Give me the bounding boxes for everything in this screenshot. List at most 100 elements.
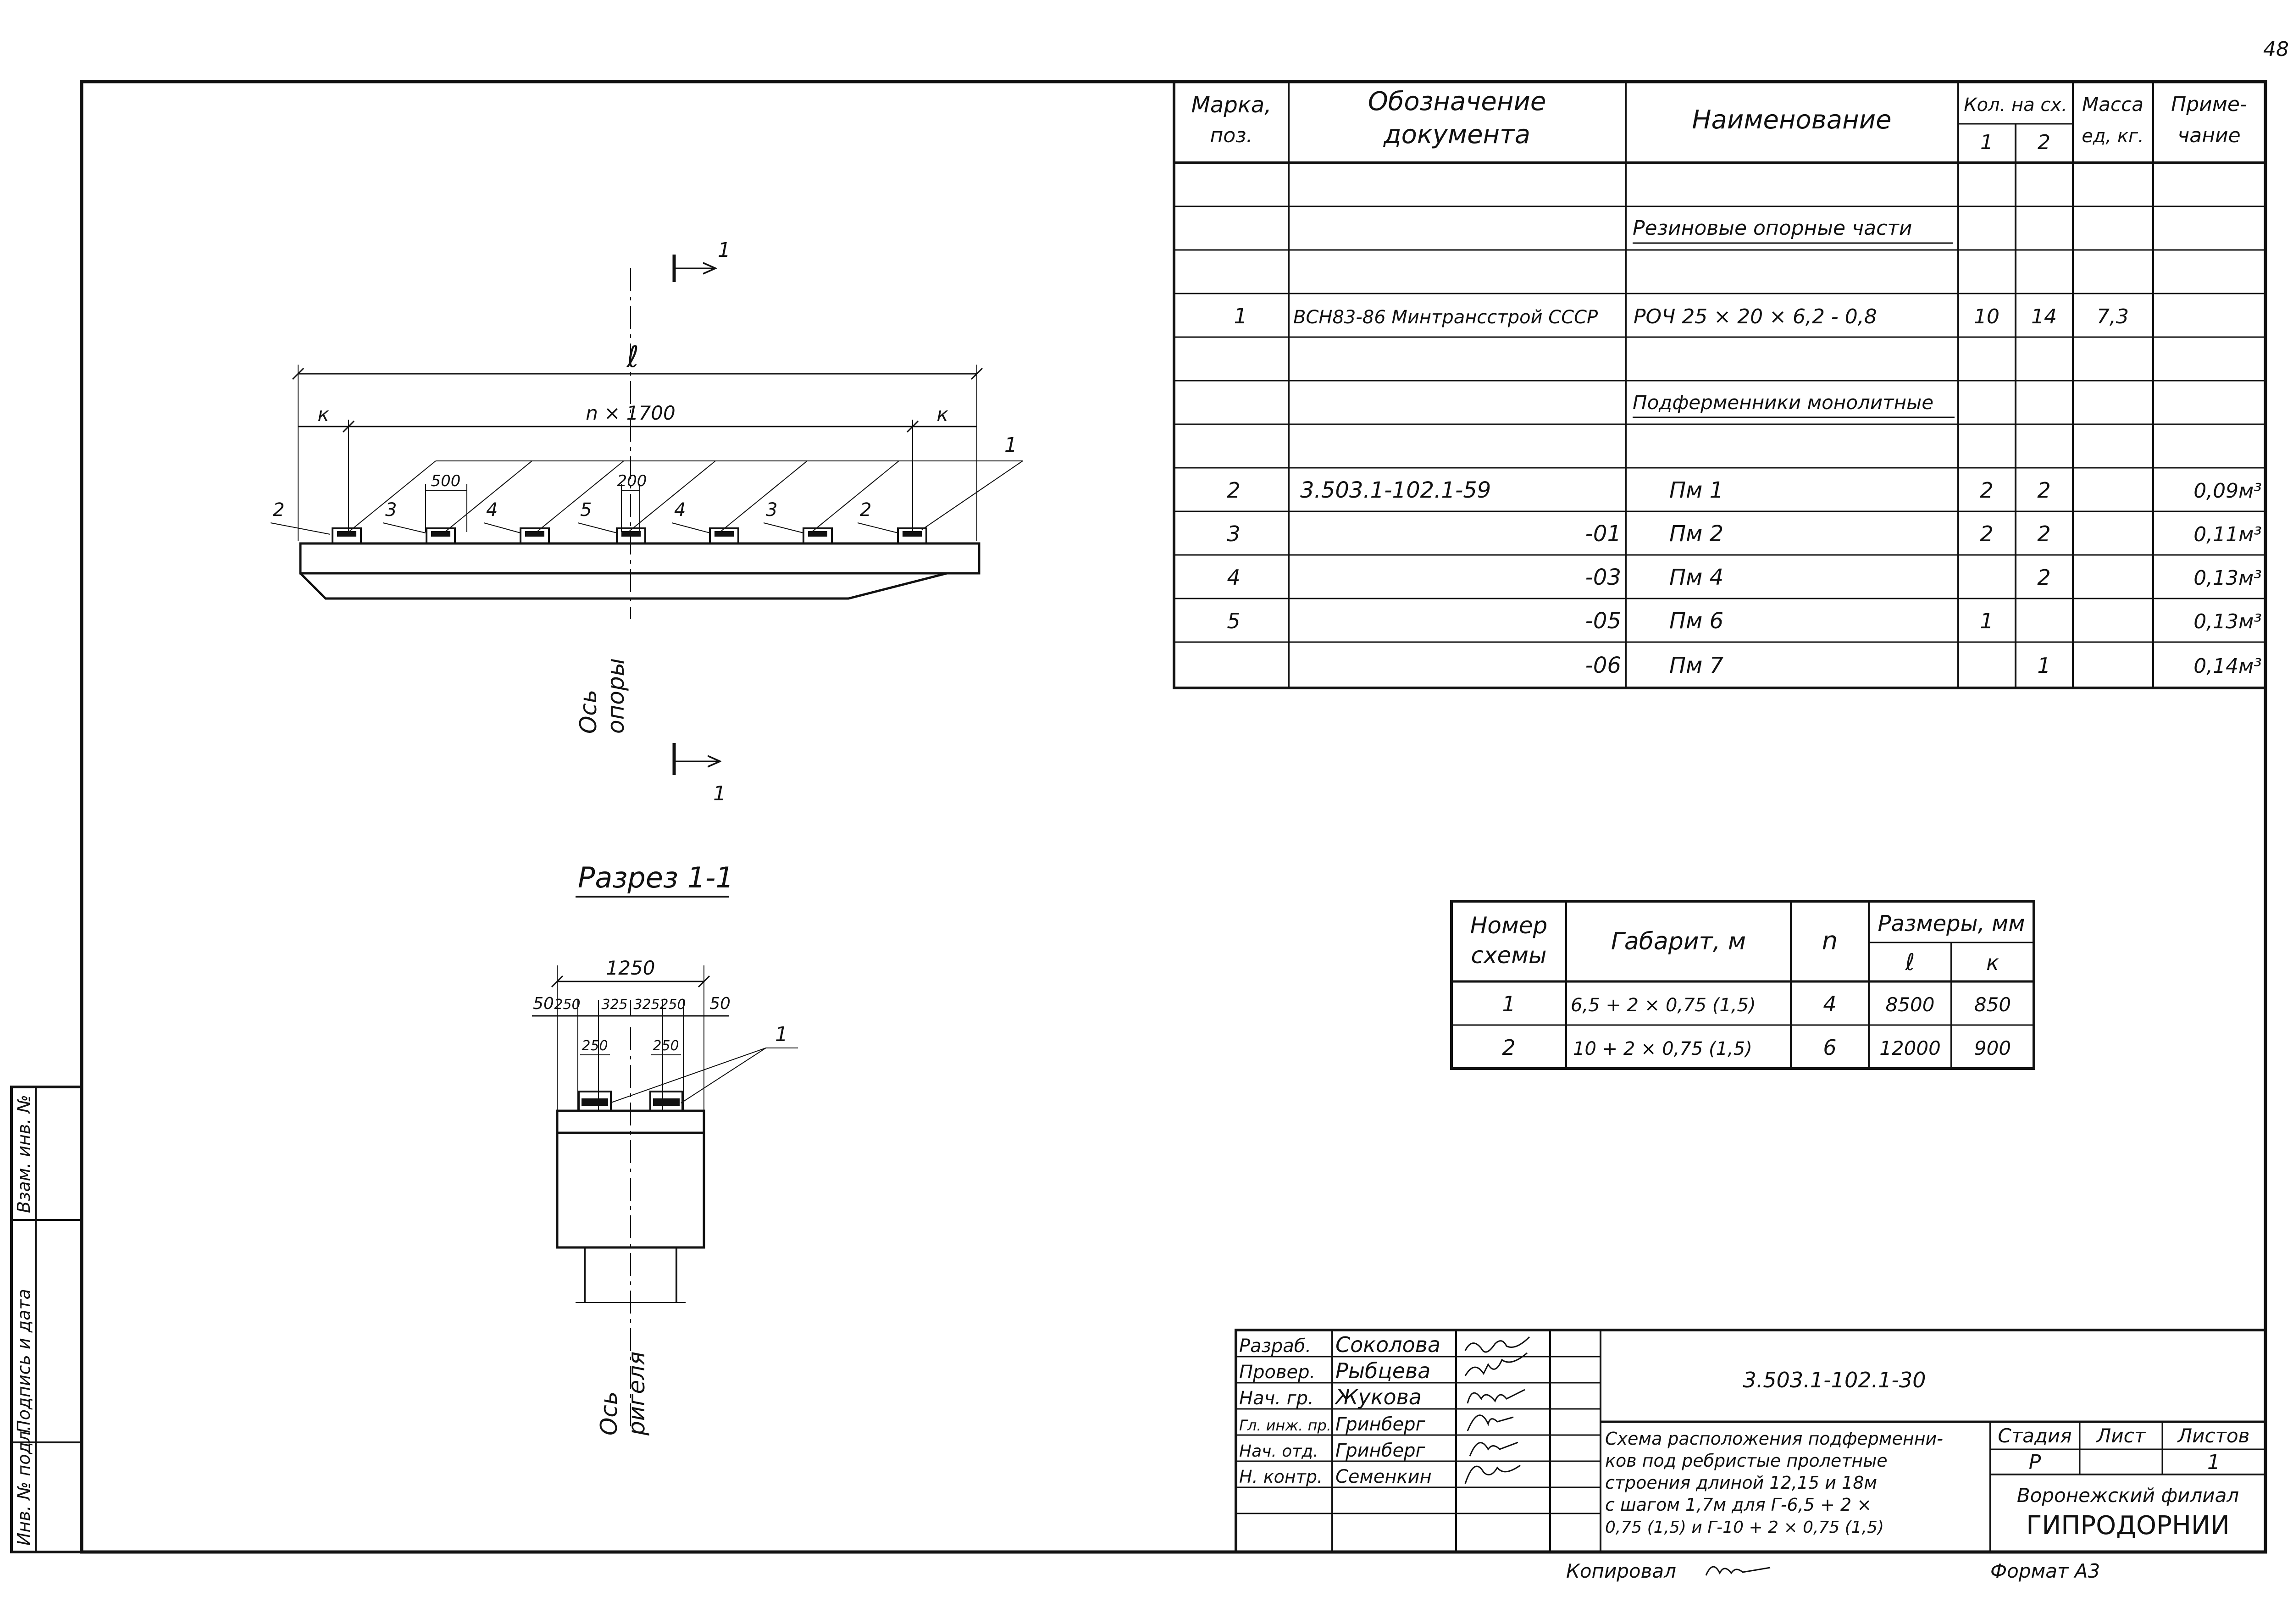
- row-mark: 4: [1227, 565, 1240, 590]
- axis-label-girder-1: Ось: [596, 1391, 622, 1436]
- scheme-header-num-1: Номер: [1470, 912, 1547, 939]
- row-designation: -01: [1585, 521, 1621, 547]
- pos-label: 4: [674, 499, 686, 521]
- axis-label-support-1: Ось: [575, 690, 602, 734]
- row-mark: 1: [1234, 304, 1247, 328]
- scheme-header-n: n: [1822, 926, 1838, 955]
- role: Н. контр.: [1239, 1467, 1323, 1487]
- format-label: Формат А3: [1990, 1560, 2100, 1582]
- scheme-header-sizes: Размеры, мм: [1878, 911, 2025, 937]
- dim-chain: 50: [709, 994, 731, 1013]
- doc-code: 3.503.1-102.1-30: [1743, 1368, 1926, 1392]
- person-name: Рыбцева: [1335, 1358, 1430, 1383]
- scheme-row-n: 6: [1823, 1035, 1836, 1060]
- signature: [1469, 1441, 1518, 1457]
- role: Гл. инж. пр.: [1239, 1417, 1331, 1434]
- header-qty-group: Кол. на сх.: [1964, 94, 2067, 116]
- row-qty-1: 2: [1980, 521, 1993, 546]
- description-line: ков под ребристые пролетные: [1605, 1451, 1888, 1471]
- row-designation: 3.503.1-102.1-59: [1300, 477, 1491, 503]
- axis-label-girder-2: ригеля: [623, 1352, 650, 1436]
- header-mark-1: Марка,: [1191, 92, 1272, 118]
- description-line: 0,75 (1,5) и Г-10 + 2 × 0,75 (1,5): [1605, 1518, 1884, 1537]
- pos-label: 3: [385, 499, 397, 521]
- row-qty-1: 10: [1974, 305, 1999, 328]
- scheme-header-l: ℓ: [1905, 949, 1915, 976]
- scheme-row-k: 900: [1974, 1037, 2011, 1059]
- signature: [1464, 1352, 1528, 1376]
- header-mark-2: поз.: [1210, 124, 1252, 147]
- scheme-header-k: к: [1986, 950, 1999, 975]
- row-name: Пм 7: [1669, 653, 1724, 678]
- stage-value: Р: [2029, 1451, 2041, 1474]
- section-title-pedestals: Подферменники монолитные: [1633, 391, 1933, 414]
- row-designation: ВСН83-86 Минтрансстрой СССР: [1293, 307, 1598, 328]
- axis-label-support-2: опоры: [603, 658, 629, 734]
- plan-view: 1 1 ℓ к к n × 1700 1 500: [270, 238, 1023, 805]
- description-line: Схема расположения подферменни-: [1605, 1429, 1943, 1449]
- row-qty-2: 1: [2037, 653, 2050, 678]
- stamp-replace-inv: Взам. инв. №: [14, 1095, 34, 1213]
- section-title: Разрез 1-1: [578, 861, 734, 894]
- scheme-header-num-2: схемы: [1471, 942, 1546, 969]
- sheets-value: 1: [2207, 1451, 2220, 1474]
- dim-k-right: к: [936, 403, 948, 426]
- row-designation: -06: [1585, 653, 1621, 678]
- header-mass-1: Масса: [2082, 93, 2143, 116]
- row-designation: -05: [1585, 608, 1621, 634]
- pos-label: 4: [486, 499, 498, 521]
- signature: [1467, 1389, 1525, 1404]
- scheme-row-k: 850: [1974, 993, 2011, 1016]
- leader-1-section: 1: [775, 1023, 788, 1046]
- role: Разраб.: [1239, 1336, 1311, 1357]
- dim-500: 500: [431, 472, 461, 490]
- scheme-table: Номер схемы Габарит, м n Размеры, мм ℓ к…: [1450, 900, 2035, 1070]
- header-qty-2: 2: [2038, 131, 2050, 154]
- title-block: Разраб. Провер. Нач. гр. Гл. инж. пр. На…: [1235, 1329, 2267, 1553]
- copied-label: Копировал: [1566, 1560, 1676, 1582]
- header-mass-2: ед, кг.: [2082, 126, 2144, 147]
- dim-250-b: 250: [653, 1038, 679, 1054]
- row-designation: -03: [1585, 565, 1621, 590]
- dim-chain: 250: [554, 997, 580, 1013]
- org-line-1: Воронежский филиал: [2017, 1484, 2239, 1507]
- leader-1-plan: 1: [1004, 433, 1017, 457]
- dim-200: 200: [617, 472, 647, 490]
- dim-chain: 50: [533, 994, 554, 1013]
- scheme-header-gabarit: Габарит, м: [1611, 928, 1746, 955]
- row-qty-2: 14: [2031, 305, 2057, 328]
- header-qty-1: 1: [1980, 131, 1993, 154]
- scheme-row-gabarit: 6,5 + 2 × 0,75 (1,5): [1571, 995, 1756, 1016]
- section-mark-top: 1: [718, 238, 731, 262]
- role: Нач. отд.: [1239, 1442, 1318, 1461]
- row-mark: 2: [1227, 478, 1240, 503]
- pos-label: 3: [766, 499, 777, 521]
- dim-n-1700: n × 1700: [586, 402, 675, 424]
- section-mark-bottom: 1: [713, 782, 726, 805]
- row-qty-2: 2: [2037, 478, 2050, 503]
- row-qty-2: 2: [2037, 521, 2050, 546]
- scheme-row-l: 8500: [1886, 993, 1935, 1016]
- row-qty-1: 2: [1980, 478, 1993, 503]
- stamp-sign-date: Подпись и дата: [14, 1289, 34, 1433]
- dim-chain: 325: [601, 997, 627, 1013]
- description-line: с шагом 1,7м для Г-6,5 + 2 ×: [1605, 1495, 1872, 1515]
- header-designation-2: документа: [1383, 120, 1530, 150]
- person-name: Гринберг: [1335, 1414, 1425, 1435]
- section-title-rubber: Резиновые опорные части: [1633, 216, 1912, 240]
- person-name: Гринберг: [1335, 1440, 1425, 1461]
- signature: [1467, 1414, 1514, 1431]
- role: Провер.: [1239, 1362, 1315, 1383]
- side-stamp: Инв. № подл. Подпись и дата Взам. инв. №: [10, 1086, 83, 1553]
- signature: [1464, 1336, 1530, 1353]
- dim-250-a: 250: [582, 1038, 608, 1054]
- dim-chain: 325: [633, 997, 659, 1013]
- sheets-label: Листов: [2177, 1424, 2250, 1447]
- person-name: Жукова: [1334, 1385, 1422, 1409]
- scheme-row-l: 12000: [1879, 1037, 1941, 1059]
- dim-l: ℓ: [626, 340, 639, 374]
- page-number: 48: [2263, 38, 2289, 61]
- scheme-row-num: 1: [1502, 992, 1515, 1016]
- dim-k-left: к: [317, 403, 329, 426]
- sheet-label: Лист: [2096, 1424, 2146, 1447]
